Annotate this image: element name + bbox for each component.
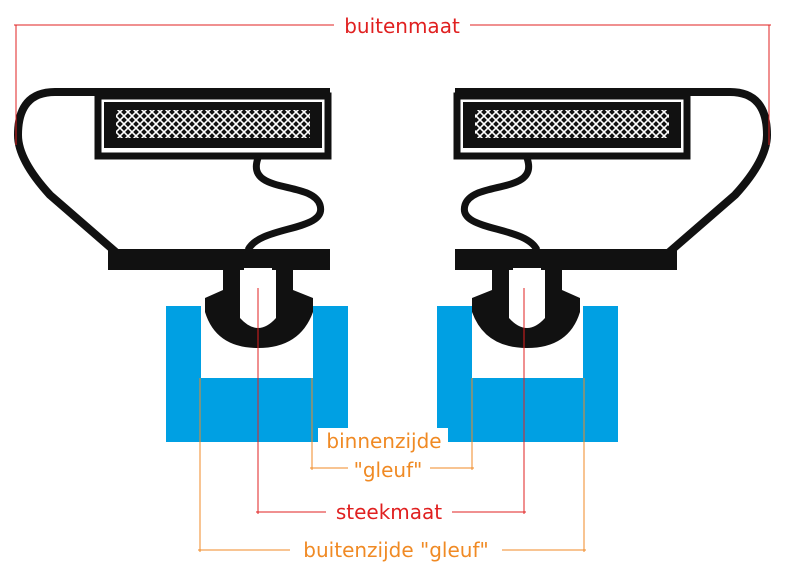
right-bellow bbox=[461, 156, 541, 252]
left-magnet-mesh bbox=[116, 110, 310, 138]
right-channel-outer-wall bbox=[583, 306, 618, 442]
right-push-in-fin bbox=[472, 268, 580, 348]
left-channel bbox=[166, 306, 348, 442]
left-bellow bbox=[244, 156, 324, 252]
left-push-in-fin bbox=[205, 268, 313, 348]
left-base-bar bbox=[108, 249, 330, 270]
left-outer-loop bbox=[14, 88, 330, 258]
inner-side-label-line1: binnenzijde bbox=[326, 429, 441, 453]
outer-size-measure bbox=[14, 24, 771, 145]
right-base-bar bbox=[455, 249, 677, 270]
pitch-measure bbox=[256, 288, 526, 514]
left-channel-inner-wall bbox=[313, 306, 348, 442]
right-channel-inner-wall bbox=[437, 306, 472, 442]
left-gasket-profile bbox=[14, 88, 332, 348]
left-channel-outer-wall bbox=[166, 306, 201, 442]
right-fin-slot bbox=[513, 268, 541, 321]
right-outer-loop bbox=[455, 88, 771, 258]
inner-side-measure bbox=[310, 378, 474, 470]
right-gasket-profile bbox=[453, 88, 771, 348]
right-channel-floor bbox=[472, 378, 583, 442]
outer-side-label: buitenzijde "gleuf" bbox=[303, 538, 488, 562]
left-channel-floor bbox=[201, 378, 313, 442]
outer-size-label: buitenmaat bbox=[344, 14, 460, 38]
right-magnet-mesh bbox=[475, 110, 669, 138]
outer-side-measure bbox=[198, 378, 586, 552]
inner-side-label-line2: "gleuf" bbox=[354, 458, 423, 482]
right-channel bbox=[437, 306, 618, 442]
inner-side-label-bg bbox=[318, 428, 448, 455]
pitch-label: steekmaat bbox=[336, 500, 442, 524]
